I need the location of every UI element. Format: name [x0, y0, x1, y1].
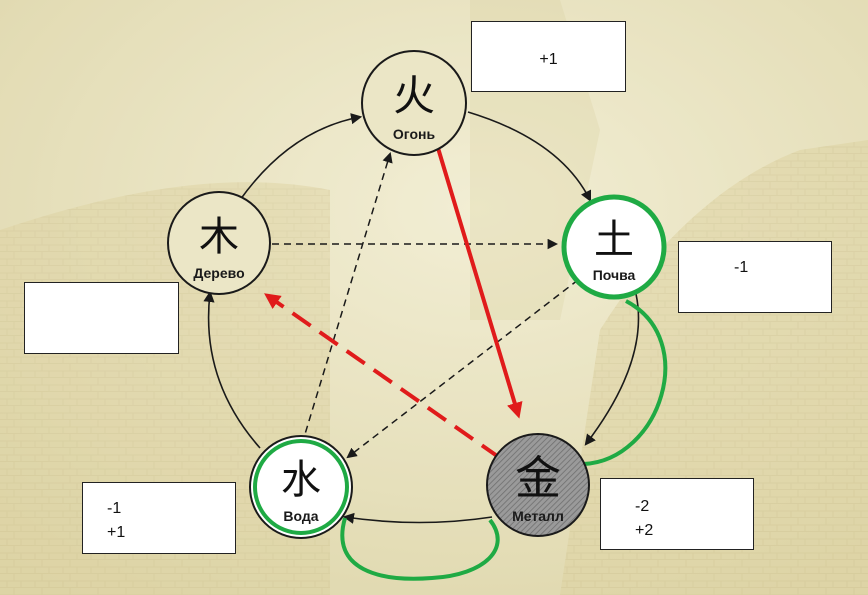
box-water-line-1: -1 — [107, 500, 122, 517]
arrow-metal-to-water — [342, 512, 493, 524]
controlling-cycle-arrows — [272, 151, 579, 459]
box-metal-line-2: +2 — [635, 522, 654, 539]
green-loops — [340, 299, 668, 581]
highlight-arrows — [264, 147, 523, 460]
box-wood — [24, 282, 179, 354]
fire-glyph: 火 — [393, 71, 435, 120]
water-label: Вода — [283, 508, 318, 524]
water-glyph: 水 — [281, 457, 321, 503]
node-wood: 木 Дерево — [167, 191, 271, 295]
green-loop-water-metal — [340, 517, 500, 581]
metal-label: Металл — [512, 508, 564, 524]
earth-glyph: 土 — [594, 217, 634, 263]
metal-glyph: 金 — [515, 451, 561, 505]
wood-glyph: 木 — [199, 214, 239, 260]
box-fire: +1 — [471, 21, 626, 92]
dashed-earth-to-water — [346, 279, 579, 459]
node-fire: 火 Огонь — [361, 50, 467, 156]
box-fire-line-1: +1 — [539, 51, 558, 68]
arrow-water-to-wood — [203, 290, 261, 449]
fire-label: Огонь — [393, 126, 436, 142]
node-metal: 金 Металл — [486, 433, 590, 537]
node-earth: 土 Почва — [561, 194, 667, 300]
arrow-wood-to-fire — [239, 113, 363, 201]
node-water: 水 Вода — [249, 435, 353, 539]
red-dashed-arrow-metal-to-wood — [264, 293, 502, 460]
box-earth: -1 — [678, 241, 832, 313]
wood-label: Дерево — [193, 265, 244, 281]
green-loop-earth-metal — [583, 299, 668, 466]
red-arrow-fire-to-metal — [436, 147, 523, 419]
box-metal: -2 +2 — [600, 478, 754, 550]
box-water: -1 +1 — [82, 482, 236, 554]
box-water-line-2: +1 — [107, 524, 126, 541]
dashed-water-to-fire — [301, 151, 393, 445]
earth-label: Почва — [593, 267, 636, 283]
arrow-fire-to-earth — [467, 111, 592, 203]
box-metal-line-1: -2 — [635, 498, 650, 515]
box-earth-line-1: -1 — [734, 259, 749, 276]
